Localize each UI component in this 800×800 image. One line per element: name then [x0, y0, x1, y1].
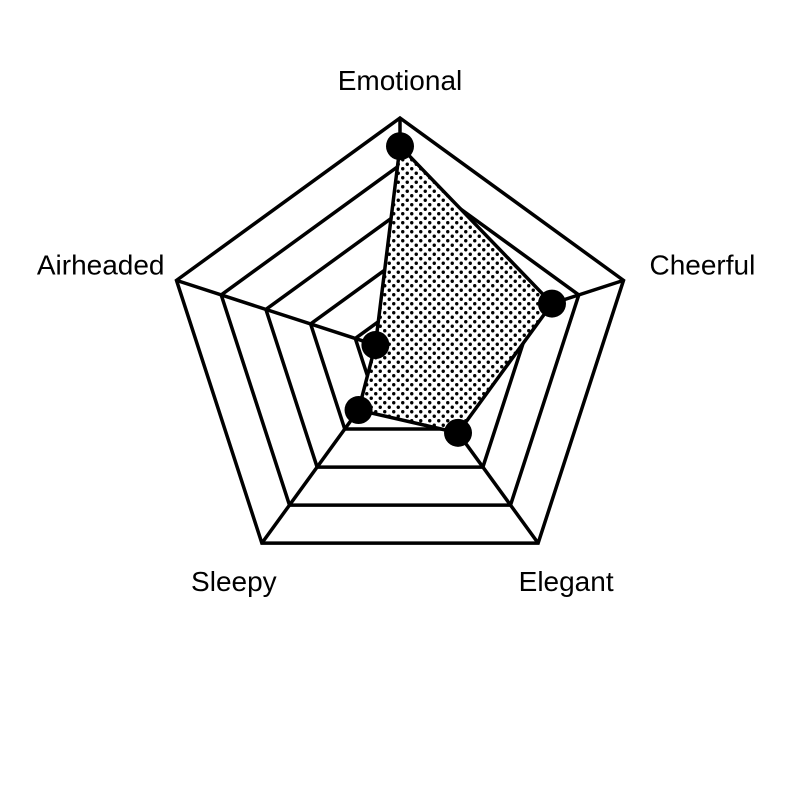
data-point-emotional — [386, 132, 414, 161]
data-area — [356, 142, 555, 435]
axis-label-emotional: Emotional — [338, 65, 463, 96]
axis-label-sleepy: Sleepy — [191, 566, 277, 597]
radar-series — [344, 132, 566, 447]
axis-label-elegant: Elegant — [519, 566, 614, 597]
data-point-elegant — [444, 418, 473, 447]
grid-ring-5 — [174, 115, 626, 545]
data-point-sleepy — [344, 396, 373, 425]
axis-label-airheaded: Airheaded — [37, 249, 165, 280]
axis-label-cheerful: Cheerful — [649, 249, 755, 280]
data-point-cheerful — [537, 289, 566, 318]
data-point-airheaded — [361, 331, 390, 360]
grid-ring-4 — [219, 162, 581, 507]
